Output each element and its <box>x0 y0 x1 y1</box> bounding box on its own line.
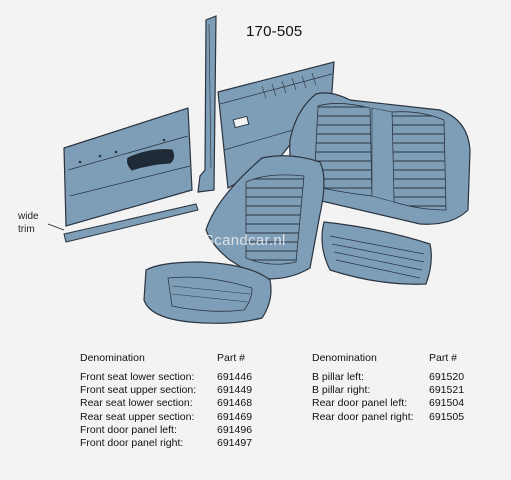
part-name: Front seat lower section: <box>80 370 195 383</box>
part-name: Rear door panel right: <box>312 410 414 423</box>
table-row: Front seat lower section: 691446 <box>80 370 252 383</box>
watermark: Scandcar.nl <box>204 232 286 249</box>
part-number: 691469 <box>217 410 253 423</box>
parts-table-left: Denomination Part # Front seat lower sec… <box>80 352 252 450</box>
rear-seat-lower-section <box>321 221 432 285</box>
b-pillar <box>197 15 217 193</box>
part-number: 691504 <box>429 397 465 410</box>
part-number: 691496 <box>217 423 253 436</box>
wide-trim-callout: wide trim <box>18 210 39 236</box>
part-number: 691520 <box>429 370 465 383</box>
table-header-row: Denomination Part # <box>312 352 464 370</box>
part-name: B pillar left: <box>312 370 364 383</box>
table-row: B pillar left: 691520 <box>312 370 464 383</box>
table-row: Rear door panel left: 691504 <box>312 397 464 410</box>
table-row: Front seat upper section: 691449 <box>80 383 252 396</box>
part-number: 691468 <box>217 397 253 410</box>
upholstery-kit-illustration <box>47 15 471 324</box>
part-number-header: Part # <box>429 352 458 364</box>
part-name: B pillar right: <box>312 383 371 396</box>
part-number: 691449 <box>217 383 253 396</box>
part-number-header: Part # <box>217 352 246 364</box>
wide-trim-strip <box>47 203 199 243</box>
denomination-header: Denomination <box>80 352 145 364</box>
table-row: Rear seat lower section: 691468 <box>80 397 252 410</box>
table-row: B pillar right: 691521 <box>312 383 464 396</box>
table-row: Front door panel left: 691496 <box>80 423 252 436</box>
part-number: 691521 <box>429 383 465 396</box>
front-seat-upper-section <box>205 155 325 280</box>
table-row: Rear door panel right: 691505 <box>312 410 464 423</box>
part-name: Rear seat lower section: <box>80 397 193 410</box>
table-header-row: Denomination Part # <box>80 352 252 370</box>
rear-seat-upper-section <box>289 92 471 225</box>
front-seat-lower-section <box>143 261 272 324</box>
part-name: Rear door panel left: <box>312 397 408 410</box>
part-name: Rear seat upper section: <box>80 410 195 423</box>
part-name: Front door panel right: <box>80 437 184 450</box>
kit-number-title: 170-505 <box>246 23 303 40</box>
denomination-header: Denomination <box>312 352 377 364</box>
callout-line-2: trim <box>18 224 35 235</box>
part-number: 691497 <box>217 437 253 450</box>
parts-table-right: Denomination Part # B pillar left: 691520… <box>312 352 464 423</box>
callout-line-1: wide <box>18 211 39 222</box>
table-row: Rear seat upper section: 691469 <box>80 410 252 423</box>
part-name: Front door panel left: <box>80 423 177 436</box>
part-number: 691446 <box>217 370 253 383</box>
part-name: Front seat upper section: <box>80 383 197 396</box>
front-door-panel <box>63 107 193 227</box>
table-row: Front door panel right: 691497 <box>80 436 252 449</box>
part-number: 691505 <box>429 410 465 423</box>
